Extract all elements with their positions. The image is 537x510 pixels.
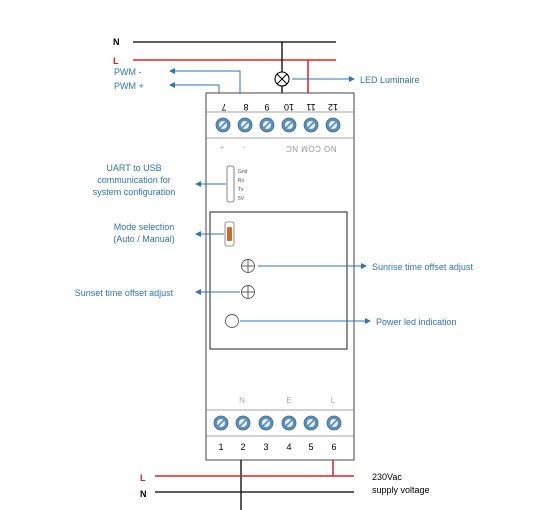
uart-label-line: UART to USB — [106, 163, 161, 173]
top-terminal-number: 10 — [284, 102, 294, 112]
terminal-screw-icon — [213, 415, 229, 431]
bottom-legend-e: E — [286, 396, 291, 405]
mode-label-line: Mode selection — [114, 222, 175, 232]
bottom-terminal-number: 6 — [331, 442, 336, 452]
uart-pin-label: Tx — [238, 187, 244, 193]
bottom-live-label: L — [140, 473, 146, 483]
terminal-screw-icon — [303, 415, 319, 431]
bottom-terminal-number: 1 — [218, 442, 223, 452]
supply-label-line: 230Vac — [372, 472, 402, 482]
top-live-label: L — [113, 56, 119, 66]
terminal-screw-icon — [325, 117, 341, 133]
bottom-terminal-number: 3 — [263, 442, 268, 452]
supply-label-line: supply voltage — [372, 485, 430, 495]
top-neutral-label: N — [113, 37, 120, 47]
bottom-terminal-numbers: 1 2 3 4 5 6 — [218, 442, 336, 452]
bottom-neutral-label: N — [140, 489, 147, 499]
lamp-icon — [274, 71, 290, 87]
bottom-terminal-number: 5 — [308, 442, 313, 452]
top-terminal-number: 8 — [243, 102, 248, 112]
terminal-screw-icon — [303, 117, 319, 133]
uart-connector — [226, 165, 235, 203]
top-terminal-number: 9 — [264, 102, 269, 112]
bottom-terminal-number: 4 — [286, 442, 291, 452]
mode-switch-icon — [224, 221, 235, 247]
pwm-minus-label: PWM - — [114, 67, 142, 77]
relay-legend: NO COM NC — [285, 144, 336, 153]
terminal-screw-icon — [326, 415, 342, 431]
uart-pin-label: Gnd — [238, 169, 248, 175]
power-led-label: Power led indication — [376, 317, 457, 327]
bottom-legend-n: N — [239, 396, 245, 405]
bottom-terminal-number: 2 — [240, 442, 245, 452]
terminal-screw-icon — [259, 117, 275, 133]
top-terminal-screws — [215, 117, 341, 133]
sunset-potentiometer-icon — [241, 285, 255, 299]
sunset-label: Sunset time offset adjust — [75, 288, 174, 298]
top-terminal-numbers: 7 8 9 10 11 12 — [221, 102, 338, 112]
terminal-screw-icon — [281, 117, 297, 133]
mode-label-line: (Auto / Manual) — [113, 234, 175, 244]
pwm-plus-label: PWM + — [114, 81, 144, 91]
terminal-screw-icon — [235, 415, 251, 431]
sunrise-potentiometer-icon — [241, 259, 255, 273]
top-terminal-number: 11 — [306, 102, 315, 112]
uart-label-line: system configuration — [93, 187, 176, 197]
terminal-screw-icon — [258, 415, 274, 431]
bottom-legend-l: L — [331, 396, 336, 405]
terminal-screw-icon — [281, 415, 297, 431]
plus-legend: + — [220, 143, 224, 150]
minus-legend: - — [242, 143, 245, 150]
uart-label-line: communication for — [97, 175, 171, 185]
sunrise-label: Sunrise time offset adjust — [372, 262, 473, 272]
terminal-screw-icon — [215, 117, 231, 133]
top-terminal-number: 7 — [221, 102, 226, 112]
uart-pin-label: Rx — [238, 178, 245, 184]
power-led-icon — [225, 314, 239, 328]
terminal-screw-icon — [237, 117, 253, 133]
led-luminaire-label: LED Luminaire — [360, 75, 420, 85]
bottom-terminal-screws — [213, 415, 342, 431]
top-terminal-number: 12 — [328, 102, 338, 112]
uart-pin-label: 5V — [238, 196, 245, 202]
